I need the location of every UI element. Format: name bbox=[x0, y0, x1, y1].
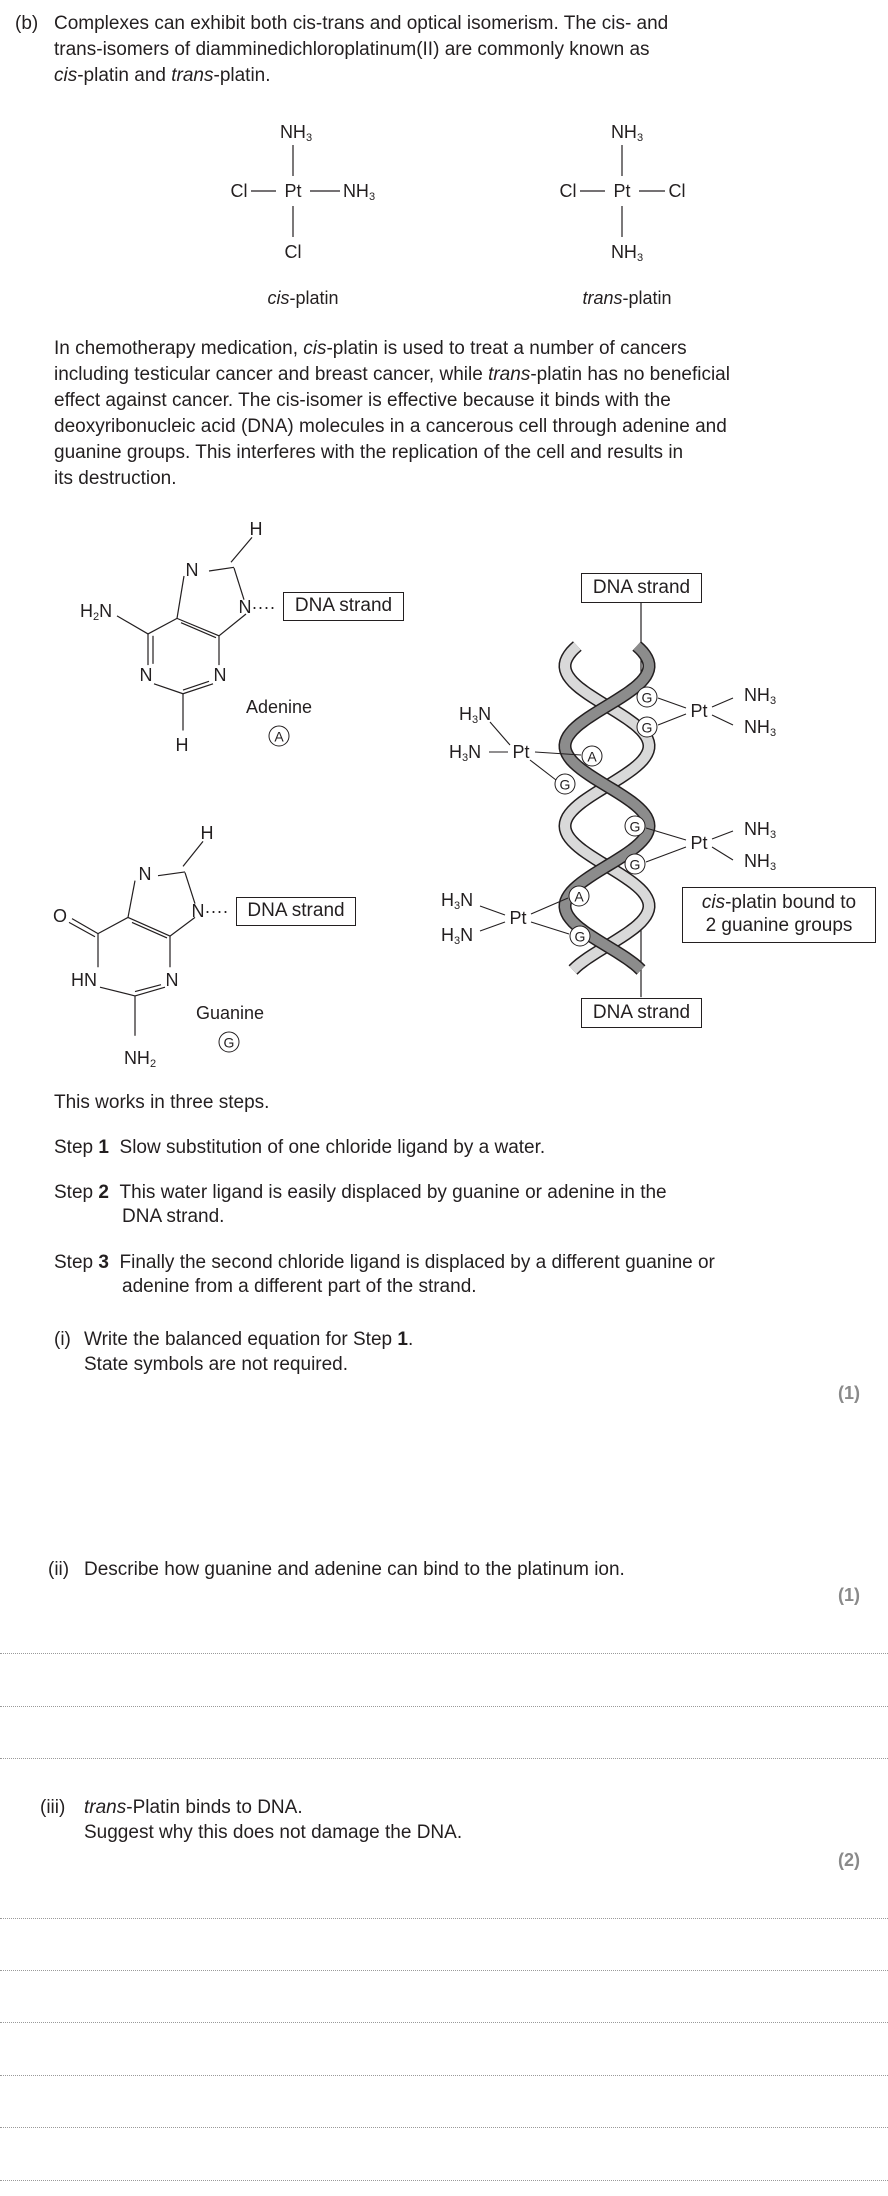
h3n-3: H3N bbox=[440, 890, 474, 912]
cis-right-ligand: NH3 bbox=[342, 181, 376, 203]
question-iii-line-2: Suggest why this does not damage the DNA… bbox=[84, 1822, 463, 1843]
guanine-n3: N bbox=[165, 970, 179, 990]
guanine-n7: N bbox=[138, 864, 152, 884]
question-iii-marks: (2) bbox=[838, 1850, 860, 1870]
question-ii-number: (ii) bbox=[48, 1559, 70, 1580]
trans-bottom-ligand: NH3 bbox=[610, 242, 644, 264]
guanine-dna-strand-box: DNA strand bbox=[236, 897, 356, 926]
adenine-n1: N bbox=[139, 665, 153, 685]
helix-adenine-1: A bbox=[581, 745, 603, 767]
question-ii-line-1: Describe how guanine and adenine can bin… bbox=[84, 1559, 625, 1580]
question-i-answer-area[interactable] bbox=[40, 1410, 860, 1540]
nh3-2: NH3 bbox=[743, 717, 777, 739]
guanine-h-top: H bbox=[200, 823, 214, 843]
guanine-hn: HN bbox=[71, 970, 97, 990]
trans-left-ligand: Cl bbox=[559, 181, 577, 201]
adenine-h-top: H bbox=[249, 519, 263, 539]
answer-line[interactable] bbox=[0, 1706, 888, 1707]
question-iii-line-1: trans-Platin binds to DNA. bbox=[84, 1797, 303, 1818]
question-ii-marks: (1) bbox=[838, 1585, 860, 1605]
cis-pt: Pt bbox=[284, 181, 302, 201]
answer-line[interactable] bbox=[0, 2180, 888, 2181]
dna-strand-back bbox=[559, 642, 655, 974]
question-i-marks: (1) bbox=[838, 1383, 860, 1403]
trans-pt: Pt bbox=[613, 181, 631, 201]
adenine-n3: N bbox=[213, 665, 227, 685]
h3n-2: H3N bbox=[448, 742, 482, 764]
adenine-n9: N···· bbox=[238, 597, 276, 617]
helix-guanine-1: G bbox=[636, 686, 658, 708]
answer-line[interactable] bbox=[0, 2022, 888, 2023]
steps-intro: This works in three steps. bbox=[54, 1092, 270, 1113]
dna-strand-front bbox=[559, 642, 655, 974]
h3n-4: H3N bbox=[440, 925, 474, 947]
answer-line[interactable] bbox=[0, 1918, 888, 1919]
step-2-cont: DNA strand. bbox=[122, 1206, 225, 1227]
paragraph-line-4: deoxyribonucleic acid (DNA) molecules in… bbox=[54, 416, 727, 437]
cis-left-ligand: Cl bbox=[230, 181, 248, 201]
intro-line-1: Complexes can exhibit both cis-trans and… bbox=[54, 13, 669, 34]
trans-right-ligand: Cl bbox=[668, 181, 686, 201]
intro-line-2: trans-isomers of diamminedichloroplatinu… bbox=[54, 39, 650, 60]
pt-right-top: Pt bbox=[690, 701, 708, 721]
nh3-4: NH3 bbox=[743, 851, 777, 873]
nh3-1: NH3 bbox=[743, 685, 777, 707]
step-3: Step 3 Finally the second chloride ligan… bbox=[54, 1252, 715, 1273]
paragraph-line-5: guanine groups. This interferes with the… bbox=[54, 442, 684, 463]
adenine-symbol: A bbox=[268, 725, 290, 747]
cis-platin-bound-line-1: cis-platin bound to bbox=[701, 892, 857, 914]
question-iii-number: (iii) bbox=[40, 1797, 66, 1818]
adenine-label: Adenine bbox=[245, 697, 313, 717]
helix-guanine-3: G bbox=[554, 773, 576, 795]
intro-line-3: cis-platin and trans-platin. bbox=[54, 65, 271, 86]
cis-bottom-ligand: Cl bbox=[284, 242, 302, 262]
step-3-cont: adenine from a different part of the str… bbox=[122, 1276, 477, 1297]
paragraph-line-3: effect against cancer. The cis-isomer is… bbox=[54, 390, 671, 411]
adenine-h-bottom: H bbox=[175, 735, 189, 755]
trans-platin-label: trans-platin bbox=[582, 288, 672, 308]
answer-line[interactable] bbox=[0, 2075, 888, 2076]
trans-top-ligand: NH3 bbox=[610, 122, 644, 144]
paragraph-line-1: In chemotherapy medication, cis-platin i… bbox=[54, 338, 687, 359]
guanine-o: O bbox=[52, 906, 68, 926]
guanine-n9: N···· bbox=[191, 901, 229, 921]
guanine-label: Guanine bbox=[195, 1003, 265, 1023]
question-i-number: (i) bbox=[54, 1329, 71, 1350]
question-i-line-1: Write the balanced equation for Step 1. bbox=[84, 1329, 414, 1350]
helix-guanine-2: G bbox=[636, 716, 658, 738]
helix-guanine-5: G bbox=[624, 853, 646, 875]
adenine-h2n: H2N bbox=[79, 601, 113, 623]
cis-platin-label: cis-platin bbox=[267, 288, 339, 308]
paragraph-line-6: its destruction. bbox=[54, 468, 177, 489]
guanine-nh2: NH2 bbox=[123, 1048, 157, 1070]
adenine-n7: N bbox=[185, 560, 199, 580]
step-2: Step 2 This water ligand is easily displ… bbox=[54, 1182, 667, 1203]
h3n-1: H3N bbox=[458, 704, 492, 726]
cis-platin-bound-line-2: 2 guanine groups bbox=[705, 915, 853, 936]
helix-adenine-2: A bbox=[568, 885, 590, 907]
dna-double-helix bbox=[558, 641, 656, 975]
pt-left-bottom: Pt bbox=[509, 908, 527, 928]
helix-top-dna-strand-box: DNA strand bbox=[581, 573, 702, 603]
guanine-symbol: G bbox=[218, 1031, 240, 1053]
answer-line[interactable] bbox=[0, 1653, 888, 1654]
pt-left-top: Pt bbox=[512, 742, 530, 762]
answer-line[interactable] bbox=[0, 1970, 888, 1971]
helix-bottom-dna-strand-box: DNA strand bbox=[581, 998, 702, 1028]
cis-top-ligand: NH3 bbox=[279, 122, 313, 144]
answer-line[interactable] bbox=[0, 2127, 888, 2128]
nh3-3: NH3 bbox=[743, 819, 777, 841]
step-1: Step 1 Slow substitution of one chloride… bbox=[54, 1137, 546, 1158]
part-label: (b) bbox=[15, 13, 39, 34]
cis-platin-bound-box: cis-platin bound to 2 guanine groups bbox=[682, 887, 876, 943]
paragraph-line-2: including testicular cancer and breast c… bbox=[54, 364, 730, 385]
question-i-line-2: State symbols are not required. bbox=[84, 1354, 349, 1375]
adenine-dna-strand-box: DNA strand bbox=[283, 592, 404, 621]
answer-line[interactable] bbox=[0, 1758, 888, 1759]
pt-right-mid: Pt bbox=[690, 833, 708, 853]
helix-guanine-4: G bbox=[624, 815, 646, 837]
helix-guanine-6: G bbox=[569, 925, 591, 947]
